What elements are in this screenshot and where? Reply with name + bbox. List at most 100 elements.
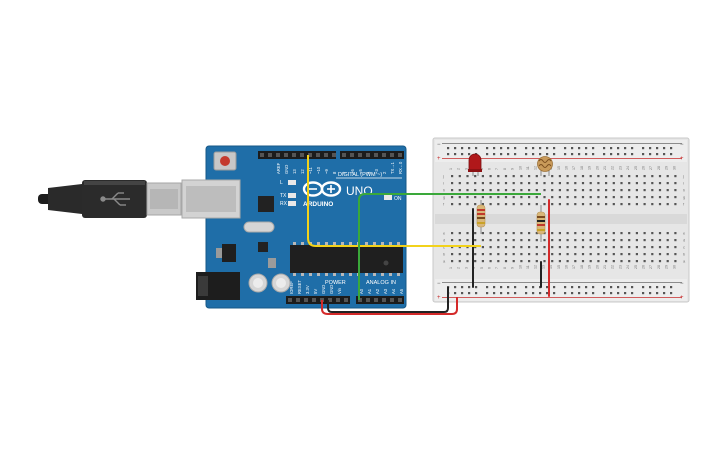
column-number: 12 — [534, 265, 538, 269]
photoresistor[interactable] — [537, 156, 553, 177]
column-number: 8 — [503, 168, 507, 170]
digital-pin-label: ~5 — [358, 169, 363, 174]
digital-header-right[interactable] — [340, 151, 404, 159]
digital-pin-label: ~3 — [374, 169, 379, 174]
photoresistor-body — [537, 156, 553, 172]
column-number: 3 — [464, 267, 468, 269]
column-number: 13 — [541, 265, 545, 269]
column-number: 16 — [565, 166, 569, 170]
column-number: 7 — [495, 267, 499, 269]
row-letter: d — [683, 238, 685, 243]
column-number: 6 — [488, 267, 492, 269]
column-number: 12 — [534, 166, 538, 170]
column-number: 16 — [565, 265, 569, 269]
breadboard[interactable]: − + − + − + − + 112233445566778899101011… — [432, 137, 690, 303]
column-number: 18 — [580, 265, 584, 269]
analog-pin-label: A1 — [367, 288, 372, 294]
analog-header-label: ANALOG IN — [366, 280, 396, 286]
column-number: 1 — [449, 267, 453, 269]
red-led[interactable] — [468, 153, 482, 176]
column-number: 19 — [588, 265, 592, 269]
board-led-l — [288, 180, 296, 185]
row-letter: e — [443, 231, 446, 236]
digital-pin-label: TX→1 — [390, 161, 395, 174]
column-number: 22 — [611, 265, 615, 269]
yellow-wire[interactable] — [307, 155, 481, 247]
column-number: 6 — [488, 168, 492, 170]
digital-pin-label: 12 — [300, 169, 305, 174]
column-number: 11 — [526, 166, 530, 170]
digital-pin-label: 13 — [292, 169, 297, 174]
column-number: 19 — [588, 166, 592, 170]
column-number: 14 — [549, 265, 553, 269]
column-number: 21 — [603, 166, 607, 170]
row-letter: j — [682, 174, 684, 179]
digital-pin-label: 8 — [332, 171, 337, 174]
column-number: 27 — [649, 265, 653, 269]
atmega-microcontroller — [290, 245, 403, 273]
column-number: 28 — [657, 166, 661, 170]
usb-cable-neck — [48, 184, 82, 214]
digital-header-label: DIGITAL (PWM ~) — [338, 172, 382, 178]
column-number: 29 — [665, 265, 669, 269]
power-pin-label: GND — [321, 285, 326, 294]
top-power-rail — [435, 140, 687, 162]
column-number: 28 — [657, 265, 661, 269]
bottom-power-rail — [435, 279, 687, 301]
rail-minus-label-tr: − — [680, 142, 684, 148]
row-letter: a — [443, 259, 446, 264]
board-led-rx — [288, 201, 296, 206]
analog-pin-label: A4 — [391, 288, 396, 294]
column-number: 18 — [580, 166, 584, 170]
column-number: 17 — [572, 265, 576, 269]
board-led-label: L — [280, 180, 283, 186]
usb-cable[interactable] — [38, 180, 182, 218]
column-number: 26 — [642, 166, 646, 170]
column-number: 8 — [503, 267, 507, 269]
center-channel — [435, 214, 687, 224]
row-letter: a — [683, 259, 686, 264]
rail-minus-label-bl: − — [437, 281, 441, 287]
analog-pin-label: A0 — [359, 288, 364, 294]
row-letter: i — [683, 181, 684, 186]
row-letter: d — [443, 238, 445, 243]
column-number: 2 — [457, 267, 461, 269]
row-letter: b — [683, 252, 686, 257]
crystal-oscillator — [243, 221, 275, 233]
reset-button-cap — [220, 156, 230, 166]
digital-pin-label: ~9 — [324, 169, 329, 174]
usb-controller-chip — [258, 196, 274, 212]
column-number: 7 — [495, 168, 499, 170]
row-letter: c — [683, 245, 685, 250]
row-letter: b — [443, 252, 446, 257]
resistor-2[interactable] — [536, 205, 546, 242]
row-letter: h — [683, 188, 685, 193]
on-led — [384, 195, 392, 200]
row-letter: f — [683, 202, 685, 207]
column-number: 22 — [611, 166, 615, 170]
power-header[interactable] — [286, 296, 350, 304]
arduino-logo — [302, 181, 342, 197]
column-number: 10 — [518, 265, 522, 269]
power-pin-label: GND — [329, 285, 334, 294]
black-wire[interactable] — [327, 287, 449, 313]
column-number: 3 — [464, 168, 468, 170]
digital-pin-label: GND — [284, 165, 289, 174]
digital-header-left[interactable] — [258, 151, 336, 159]
digital-pin-label: ~10 — [316, 166, 321, 174]
resistor-1[interactable] — [476, 200, 486, 234]
row-letter: h — [443, 188, 445, 193]
rail-plus-label-bl: + — [437, 295, 441, 301]
column-number: 11 — [526, 265, 530, 269]
column-number: 20 — [595, 166, 599, 170]
analog-header[interactable] — [356, 296, 404, 304]
column-number: 2 — [457, 168, 461, 170]
row-letter: g — [443, 195, 445, 200]
red-wire[interactable] — [321, 297, 458, 315]
usb-icon — [100, 192, 130, 206]
digital-pin-label: 7 — [342, 171, 347, 174]
green-wire[interactable] — [358, 193, 541, 300]
column-number: 30 — [672, 265, 676, 269]
